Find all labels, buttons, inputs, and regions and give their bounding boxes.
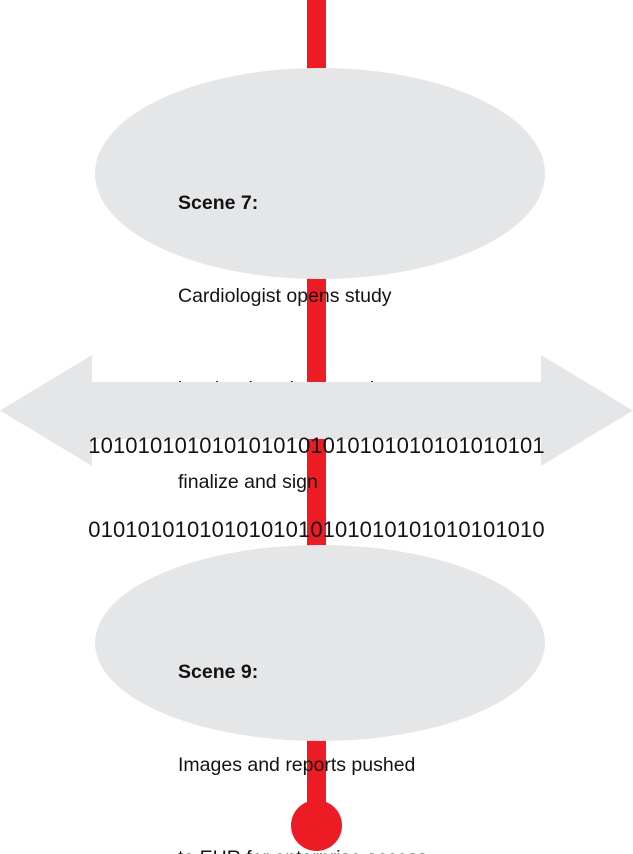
timeline-end-dot <box>291 800 342 851</box>
binary-row-1: 1010101010101010101010101010101010101 <box>88 433 545 458</box>
scene-body-line-7-3: finalize and sign <box>178 471 318 493</box>
scene-ellipse-7 <box>95 68 545 279</box>
scene-body-line-7-1: Cardiologist opens study <box>178 285 392 307</box>
scene-body-line-9-1: Images and reports pushed <box>178 754 416 776</box>
scene-heading-9: Scene 9: <box>178 661 259 683</box>
binary-data-stream: 1010101010101010101010101010101010101 01… <box>0 376 633 600</box>
scene-ellipse-9 <box>95 545 545 741</box>
data-transfer-arrow-band: 1010101010101010101010101010101010101 01… <box>0 341 633 542</box>
double-headed-arrow-icon <box>0 355 633 466</box>
binary-row-2: 0101010101010101010101010101010101010 <box>88 517 545 542</box>
scene-heading-7: Scene 7: <box>178 192 259 214</box>
